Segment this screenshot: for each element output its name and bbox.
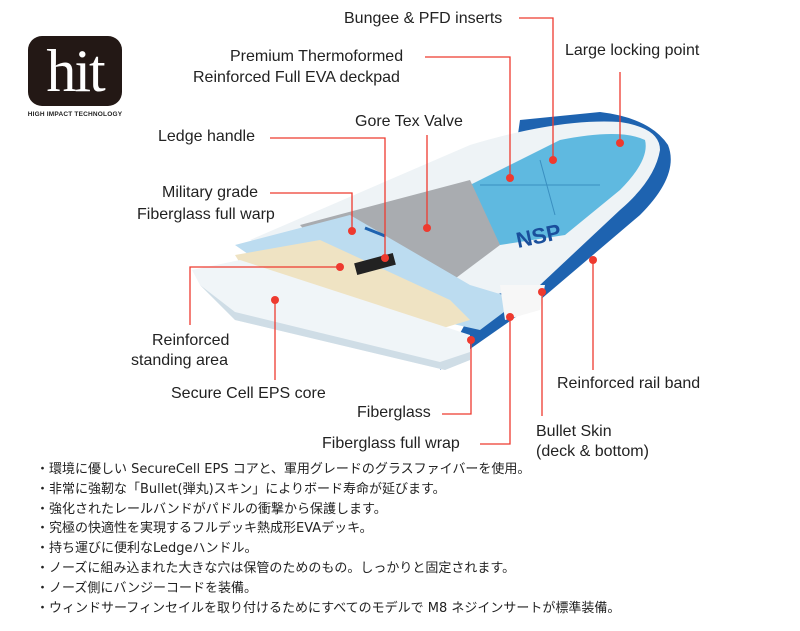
label-standing-2: standing area <box>131 352 228 369</box>
label-ledge-handle: Ledge handle <box>158 128 255 145</box>
feature-item: 環境に優しい SecureCell EPS コアと、軍用グレードのグラスファイバ… <box>36 460 620 480</box>
eva-deckpad <box>460 134 646 245</box>
feature-item: ノーズ側にバンジーコードを装備。 <box>36 579 620 599</box>
feature-item: ノーズに組み込まれた大きな穴は保管のためのもの。しっかりと固定されます。 <box>36 559 620 579</box>
label-deckpad-1: Premium Thermoformed <box>230 48 404 65</box>
eps-core <box>192 260 470 370</box>
feature-item: ウィンドサーフィンセイルを取り付けるためにすべてのモデルで M8 ネジインサート… <box>36 599 620 619</box>
label-bungee: Bungee & PFD inserts <box>344 10 503 27</box>
feature-item: 非常に強靭な「Bullet(弾丸)スキン」によりボード寿命が延びます。 <box>36 480 620 500</box>
label-eps-core: Secure Cell EPS core <box>171 385 326 402</box>
label-military-1: Military grade <box>162 184 259 201</box>
label-locking-point: Large locking point <box>565 42 700 59</box>
board-cutaway-diagram: NSP <box>189 17 671 445</box>
feature-item: 究極の快適性を実現するフルデッキ熱成形EVAデッキ。 <box>36 519 620 539</box>
hit-logo-subtitle: HIGH IMPACT TECHNOLOGY <box>27 111 123 118</box>
label-fiberglass: Fiberglass <box>357 404 431 421</box>
feature-item: 持ち運びに便利なLedgeハンドル。 <box>36 539 620 559</box>
label-military-2: Fiberglass full warp <box>137 206 275 223</box>
standing-area <box>235 240 470 335</box>
label-bullet-skin-2: (deck & bottom) <box>536 443 649 460</box>
bullet-skin <box>500 285 545 320</box>
label-rail-band: Reinforced rail band <box>557 375 701 392</box>
label-fiberglass-full-wrap: Fiberglass full wrap <box>322 435 460 452</box>
feature-item: 強化されたレールバンドがパドルの衝撃から保護します。 <box>36 500 620 520</box>
callout-lines <box>189 17 621 445</box>
label-standing-1: Reinforced <box>152 332 230 349</box>
hit-logo: hit <box>28 36 122 106</box>
feature-list: 環境に優しい SecureCell EPS コアと、軍用グレードのグラスファイバ… <box>36 460 620 618</box>
sup-board: NSP <box>192 112 671 370</box>
label-deckpad-2: Reinforced Full EVA deckpad <box>193 69 400 86</box>
callout-dots <box>271 139 624 344</box>
label-bullet-skin-1: Bullet Skin <box>536 423 612 440</box>
label-gore-tex-valve: Gore Tex Valve <box>355 113 463 130</box>
